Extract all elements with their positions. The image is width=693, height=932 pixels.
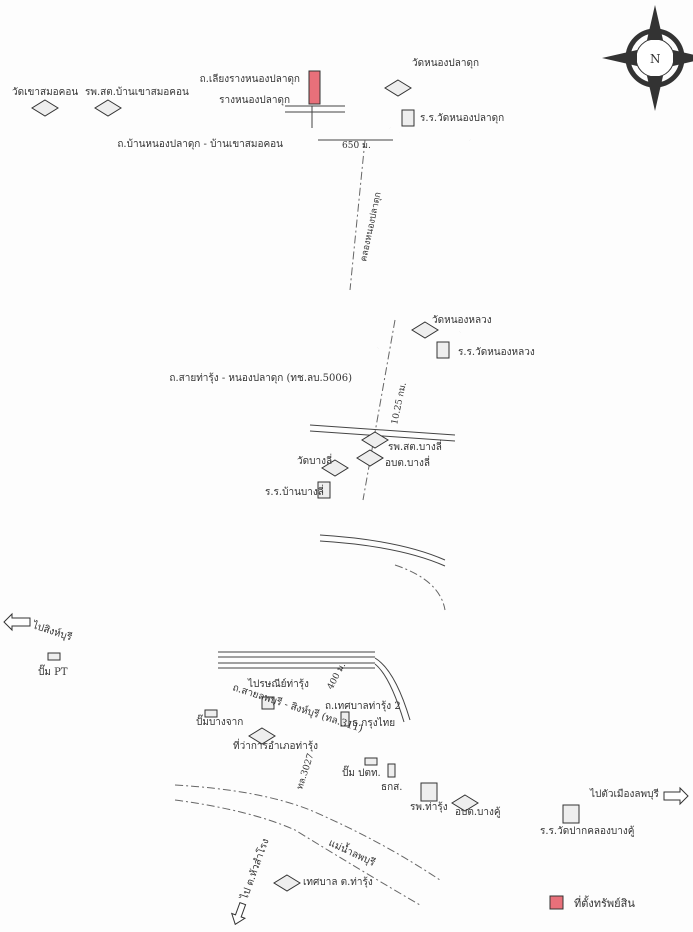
label-road-thesaban-2: ถ.เทศบาลท่ารุ้ง 2 [325,700,401,712]
temple-icon [411,321,439,339]
government-office-icon [248,727,276,745]
label-to-hua-samrong: ไป ต.หัวสำโรง [237,837,271,902]
temple-icon [384,79,412,97]
government-office-icon [451,794,479,812]
label-hospital-tha-rung: รพ.ท่ารุ้ง [410,801,448,813]
road-nong-pla-duk-khao-samo-khon [10,105,401,135]
label-obt-bang-li: อบต.บางลี่ [385,455,430,469]
arrow-to-sing-buri-icon [3,612,31,632]
hospital-icon [420,782,438,802]
label-dist-400: 400 ม. [326,661,348,691]
label-school-wat-nong-luang: ร.ร.วัดหนองหลวง [458,347,535,358]
label-pump-ptt: ปั๊ม ปตท. [342,765,381,779]
label-school-ban-bang-li: ร.ร.บ้านบางลี่ [265,484,324,498]
label-pump-pt: ปั๊ม PT [38,664,68,678]
health-center-icon [94,99,122,117]
label-wat-nong-luang: วัดหนองหลวง [432,315,492,326]
label-krungthai: ธ.กรุงไทย [352,717,395,729]
arrow-to-hua-samrong-icon [230,901,247,926]
label-canal-nong-pla-duk: คลองหนองปลาดุก [359,191,384,262]
road-tha-rung-nong-pla-duk [297,90,471,747]
label-post-tha-rung: ไปรษณีย์ท่ารุ้ง [247,678,309,690]
label-pump-bangchak: ปั๊มบางจาก [196,714,243,728]
school-icon [562,804,580,824]
label-rpst-khao-samo-khon: รพ.สต.บ้านเขาสมอคอน [85,86,189,98]
legend-property-location: ที่ตั้งทรัพย์สิน [574,895,635,910]
label-road-liang-rang: ถ.เลียงรางหนองปลาดุก [200,73,300,85]
label-wat-bang-li: วัดบางลี่ [297,453,332,467]
gas-station-icon [47,652,61,661]
bank-icon [340,711,350,727]
label-district-office: ที่ว่าการอำเภอท่ารุ้ง [233,738,318,752]
label-rpst-bang-li: รพ.สต.บางลี่ [388,439,442,453]
post-office-icon [261,696,275,710]
school-icon [317,481,331,499]
label-thesaban-tha-rung: เทศบาล ต.ท่ารุ้ง [303,876,373,888]
north-arrow-icon: N [602,5,693,111]
label-school-pak-khlong-bang-khu: ร.ร.วัดปากคลองบางคู้ [540,825,634,837]
government-office-icon [273,874,301,892]
school-icon [436,341,450,359]
label-dist-10-25: 10.25 กม. [390,381,409,425]
legend: ที่ตั้งทรัพย์สิน [549,895,635,910]
label-wat-khao-samo-khon: วัดเขาสมอคอน [12,87,78,98]
gas-station-icon [204,709,218,718]
health-center-icon [361,431,389,449]
compass-north-label: N [650,52,661,66]
label-road-nong-pla-duk: ถ.บ้านหนองปลาดุก - บ้านเขาสมอคอน [117,138,283,150]
government-office-icon [356,449,384,467]
railway [218,651,411,723]
map-labels: วัดเขาสมอคอน รพ.สต.บ้านเขาสมอคอน ถ.เลียง… [12,58,659,902]
property-marker [308,70,321,105]
label-to-lopburi-city: ไปตัวเมืองลพบุรี [589,788,659,800]
label-rang-nong-pla-duk: รางหนองปลาดุก [219,95,290,106]
bank-icon [387,763,396,778]
highway-311 [3,621,690,794]
route-3027 [235,744,305,926]
legend-swatch-property [549,895,564,910]
school-icon [401,109,415,127]
label-school-wat-nong-pla-duk: ร.ร.วัดหนองปลาดุก [420,113,504,124]
label-lopburi-river: แม่น้ำลพบุรี [327,835,379,869]
label-obt-bang-khu: อบต.บางคู้ [455,806,501,818]
lopburi-river [174,784,441,906]
gas-station-icon [364,757,378,766]
label-road-tha-rung: ถ.สายท่ารุ้ง - หนองปลาดุก (ทช.ลบ.5006) [169,372,352,384]
label-wat-nong-pla-duk: วัดหนองปลาดุก [412,58,479,69]
temple-icon [31,99,59,117]
label-dist-650: 650 ม. [342,141,371,151]
arrow-to-lopburi-icon [663,786,689,806]
label-baac: ธกส. [381,782,402,793]
temple-icon [321,459,349,477]
